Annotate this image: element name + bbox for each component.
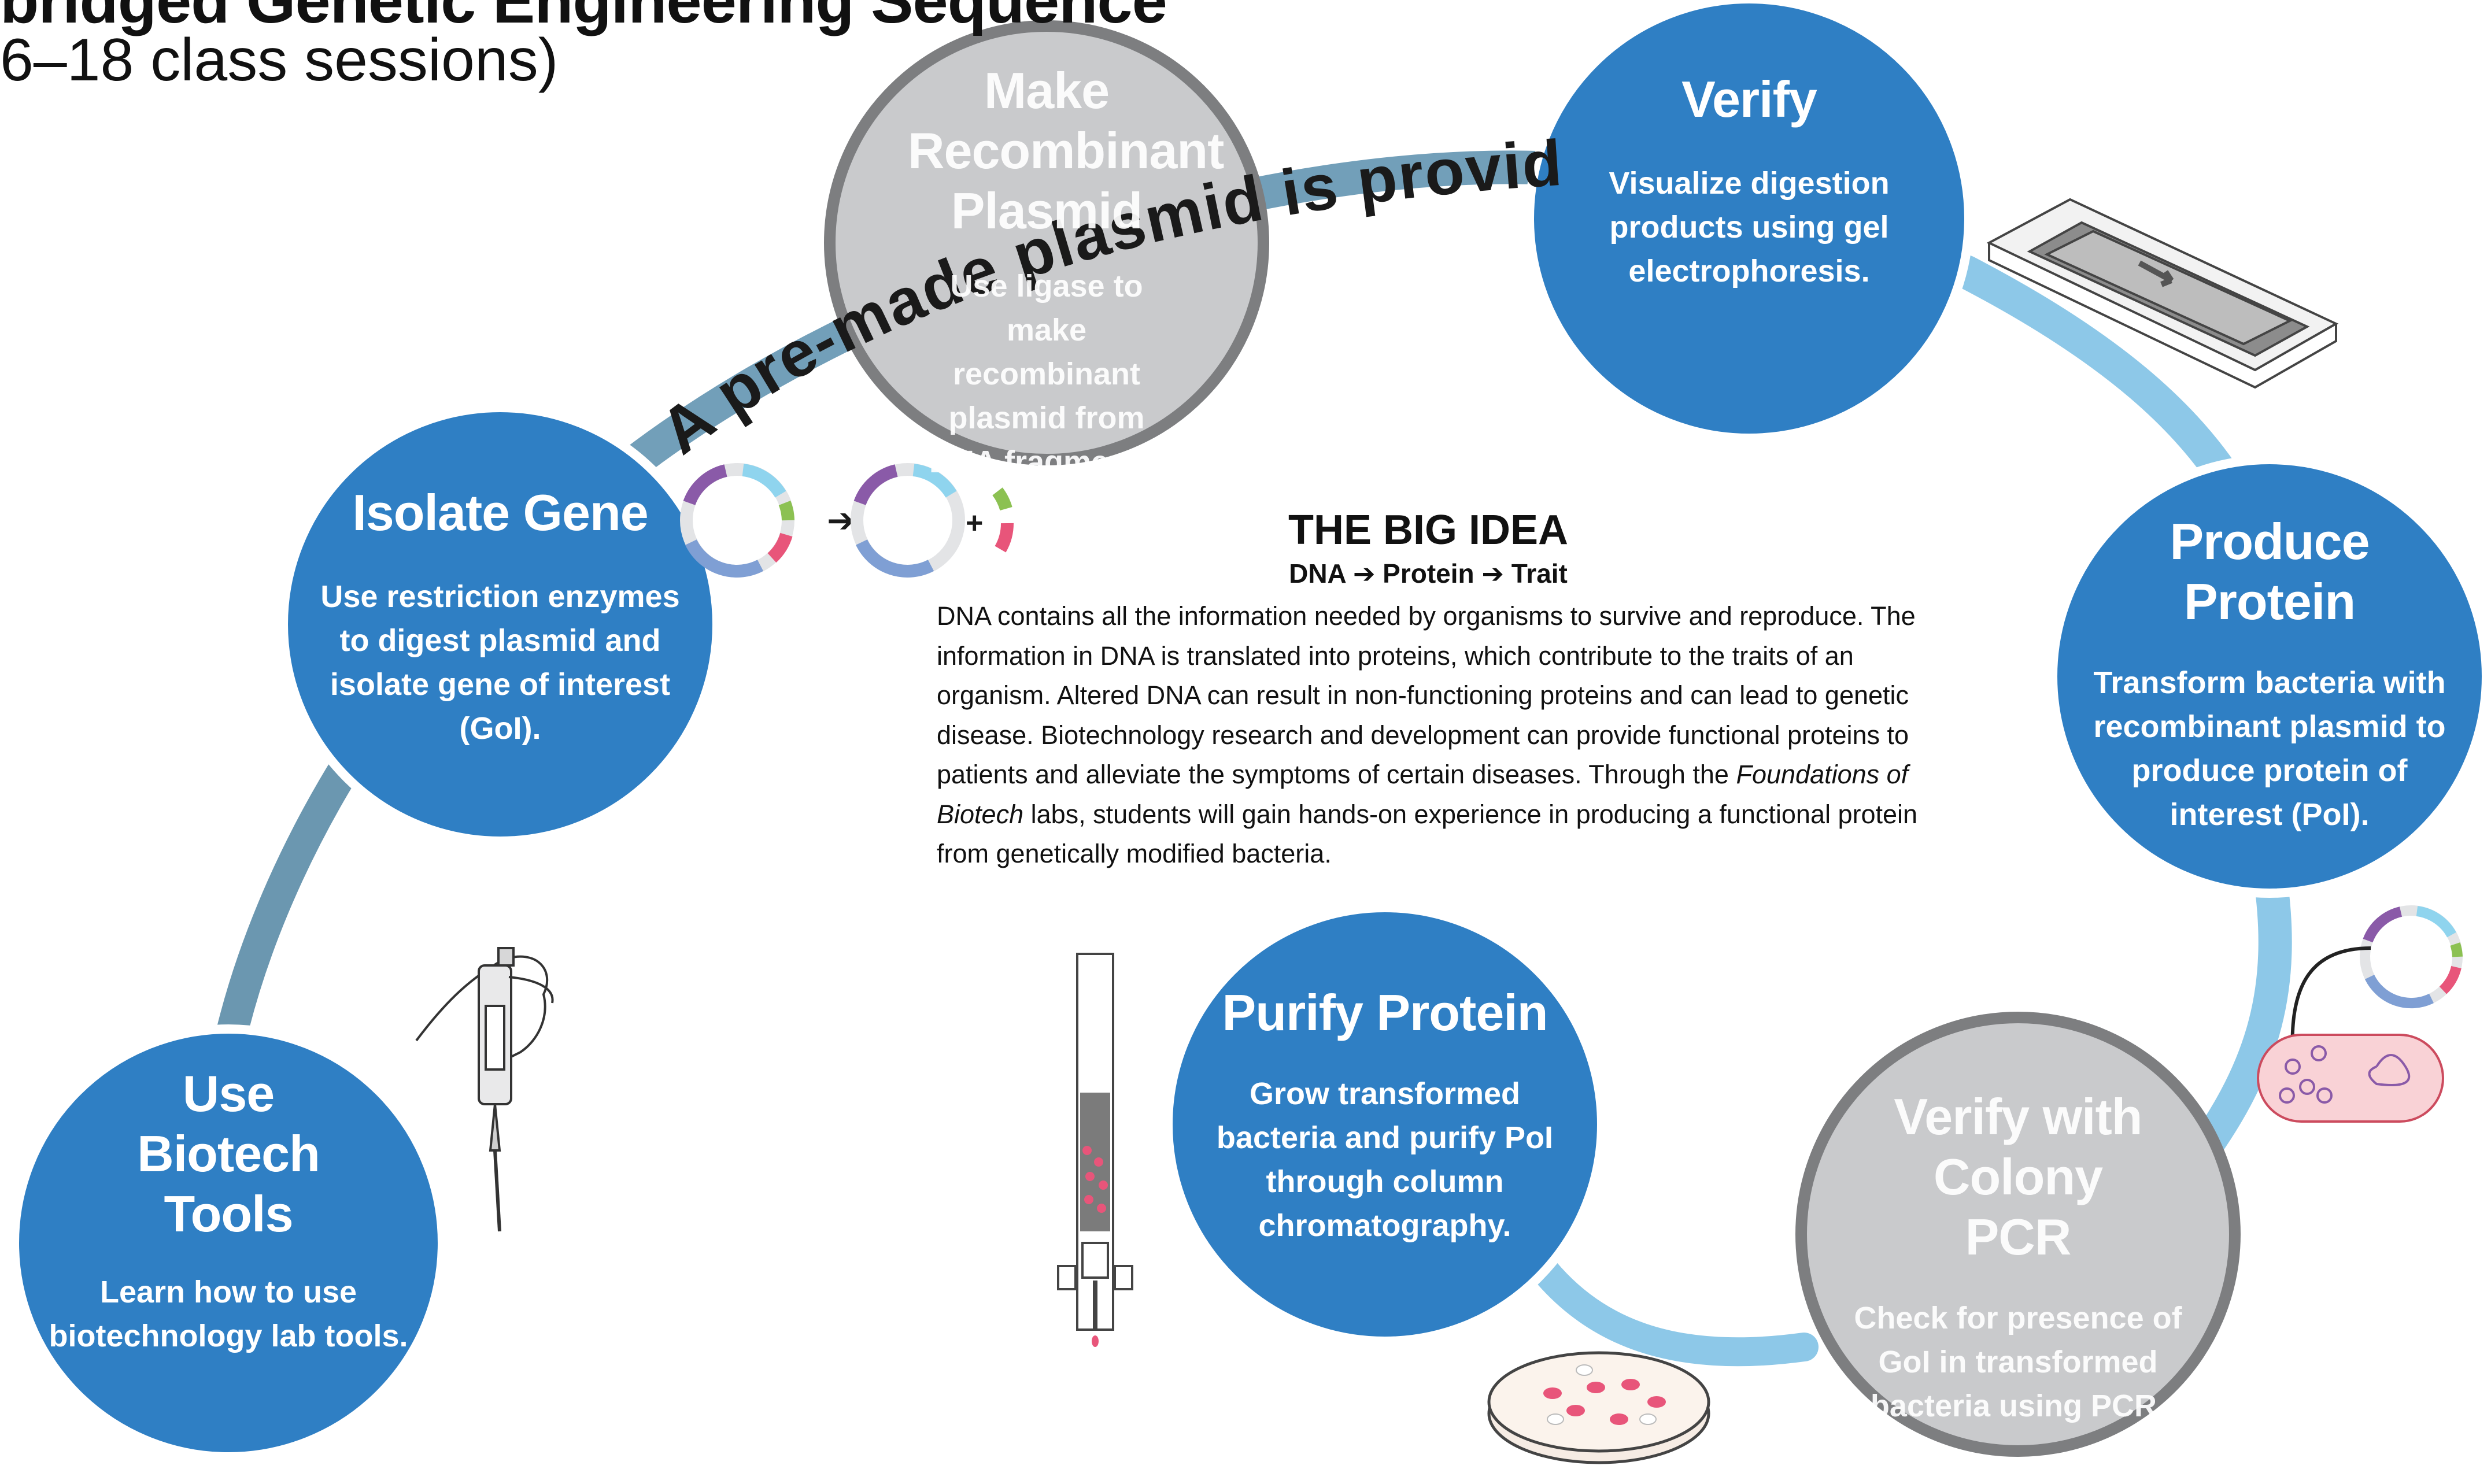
step-circle-isolate-gene bbox=[279, 403, 722, 846]
arrow-right-icon: ➔ bbox=[827, 502, 855, 539]
big-idea-body-text-end: labs, students will gain hands-on experi… bbox=[937, 799, 1918, 869]
big-idea-body: DNA contains all the information needed … bbox=[937, 597, 1966, 874]
step-heading: Isolate Gene bbox=[352, 484, 648, 541]
step-circle-produce-protein bbox=[2048, 455, 2491, 898]
step-heading: Make Recombinant Plasmid bbox=[908, 62, 1224, 239]
big-idea-subtitle: DNA ➔ Protein ➔ Trait bbox=[1289, 558, 1568, 589]
step-circle-biotech-tools bbox=[10, 1024, 447, 1461]
step-circle-colony-pcr bbox=[1795, 1012, 2241, 1457]
page-title: bridged Genetic Engineering Sequence bbox=[0, 0, 1167, 36]
step-description: Grow transformed bacteria and purify PoI… bbox=[1216, 1076, 1554, 1243]
big-idea-title: THE BIG IDEA bbox=[1288, 507, 1569, 553]
page-subtitle: 6–18 class sessions) bbox=[0, 27, 559, 94]
step-isolate-gene: Isolate Gene Use restriction enzymes to … bbox=[301, 483, 700, 750]
step-description: Transform bacteria with recombinant plas… bbox=[2093, 665, 2446, 832]
step-biotech-tools: Use Biotech Tools Learn how to use biote… bbox=[32, 1064, 425, 1358]
gene-fragment-icon bbox=[992, 487, 1014, 553]
step-make-plasmid: Make Recombinant Plasmid Use ligase to m… bbox=[862, 61, 1232, 484]
step-heading: Produce Protein bbox=[2170, 513, 2370, 630]
step-verify: Verify Visualize digestion products usin… bbox=[1550, 69, 1949, 293]
petri-dish-icon bbox=[1487, 1351, 1710, 1464]
step-heading: Verify with Colony PCR bbox=[1894, 1088, 2142, 1265]
step-heading: Use Biotech Tools bbox=[137, 1065, 320, 1242]
step-circle-make-plasmid bbox=[824, 20, 1269, 465]
step-produce-protein: Produce Protein Transform bacteria with … bbox=[2070, 512, 2469, 837]
plasmid-icon bbox=[680, 463, 794, 578]
chromatography-column-icon bbox=[1057, 953, 1133, 1347]
gel-electrophoresis-icon bbox=[1986, 198, 2339, 389]
step-heading: Verify bbox=[1681, 71, 1817, 128]
step-description: Use ligase to make recombinant plasmid f… bbox=[929, 269, 1165, 479]
big-idea-body-text: DNA contains all the information needed … bbox=[937, 601, 1916, 789]
plasmid-icon bbox=[851, 463, 965, 578]
bacteria-transformation-icon bbox=[2257, 905, 2463, 1123]
step-description: Use restriction enzymes to digest plasmi… bbox=[320, 579, 680, 746]
step-circle-verify bbox=[1525, 0, 1973, 443]
step-description: Visualize digestion products using gel e… bbox=[1609, 166, 1890, 288]
step-colony-pcr: Verify with Colony PCR Check for presenc… bbox=[1819, 1087, 2217, 1428]
big-idea-panel: THE BIG IDEA DNA ➔ Protein ➔ Trait DNA c… bbox=[937, 504, 1966, 874]
step-description: Check for presence of GoI in transformed… bbox=[1854, 1301, 2182, 1423]
hand-pipette-icon bbox=[415, 947, 554, 1232]
plus-icon: + bbox=[966, 506, 983, 540]
step-description: Learn how to use biotechnology lab tools… bbox=[49, 1275, 408, 1353]
step-heading: Purify Protein bbox=[1222, 984, 1548, 1041]
step-purify-protein: Purify Protein Grow transformed bacteria… bbox=[1185, 983, 1584, 1248]
step-circle-purify-protein bbox=[1163, 903, 1606, 1346]
big-idea-body-italic: Foundations of Biotech bbox=[937, 760, 1909, 829]
